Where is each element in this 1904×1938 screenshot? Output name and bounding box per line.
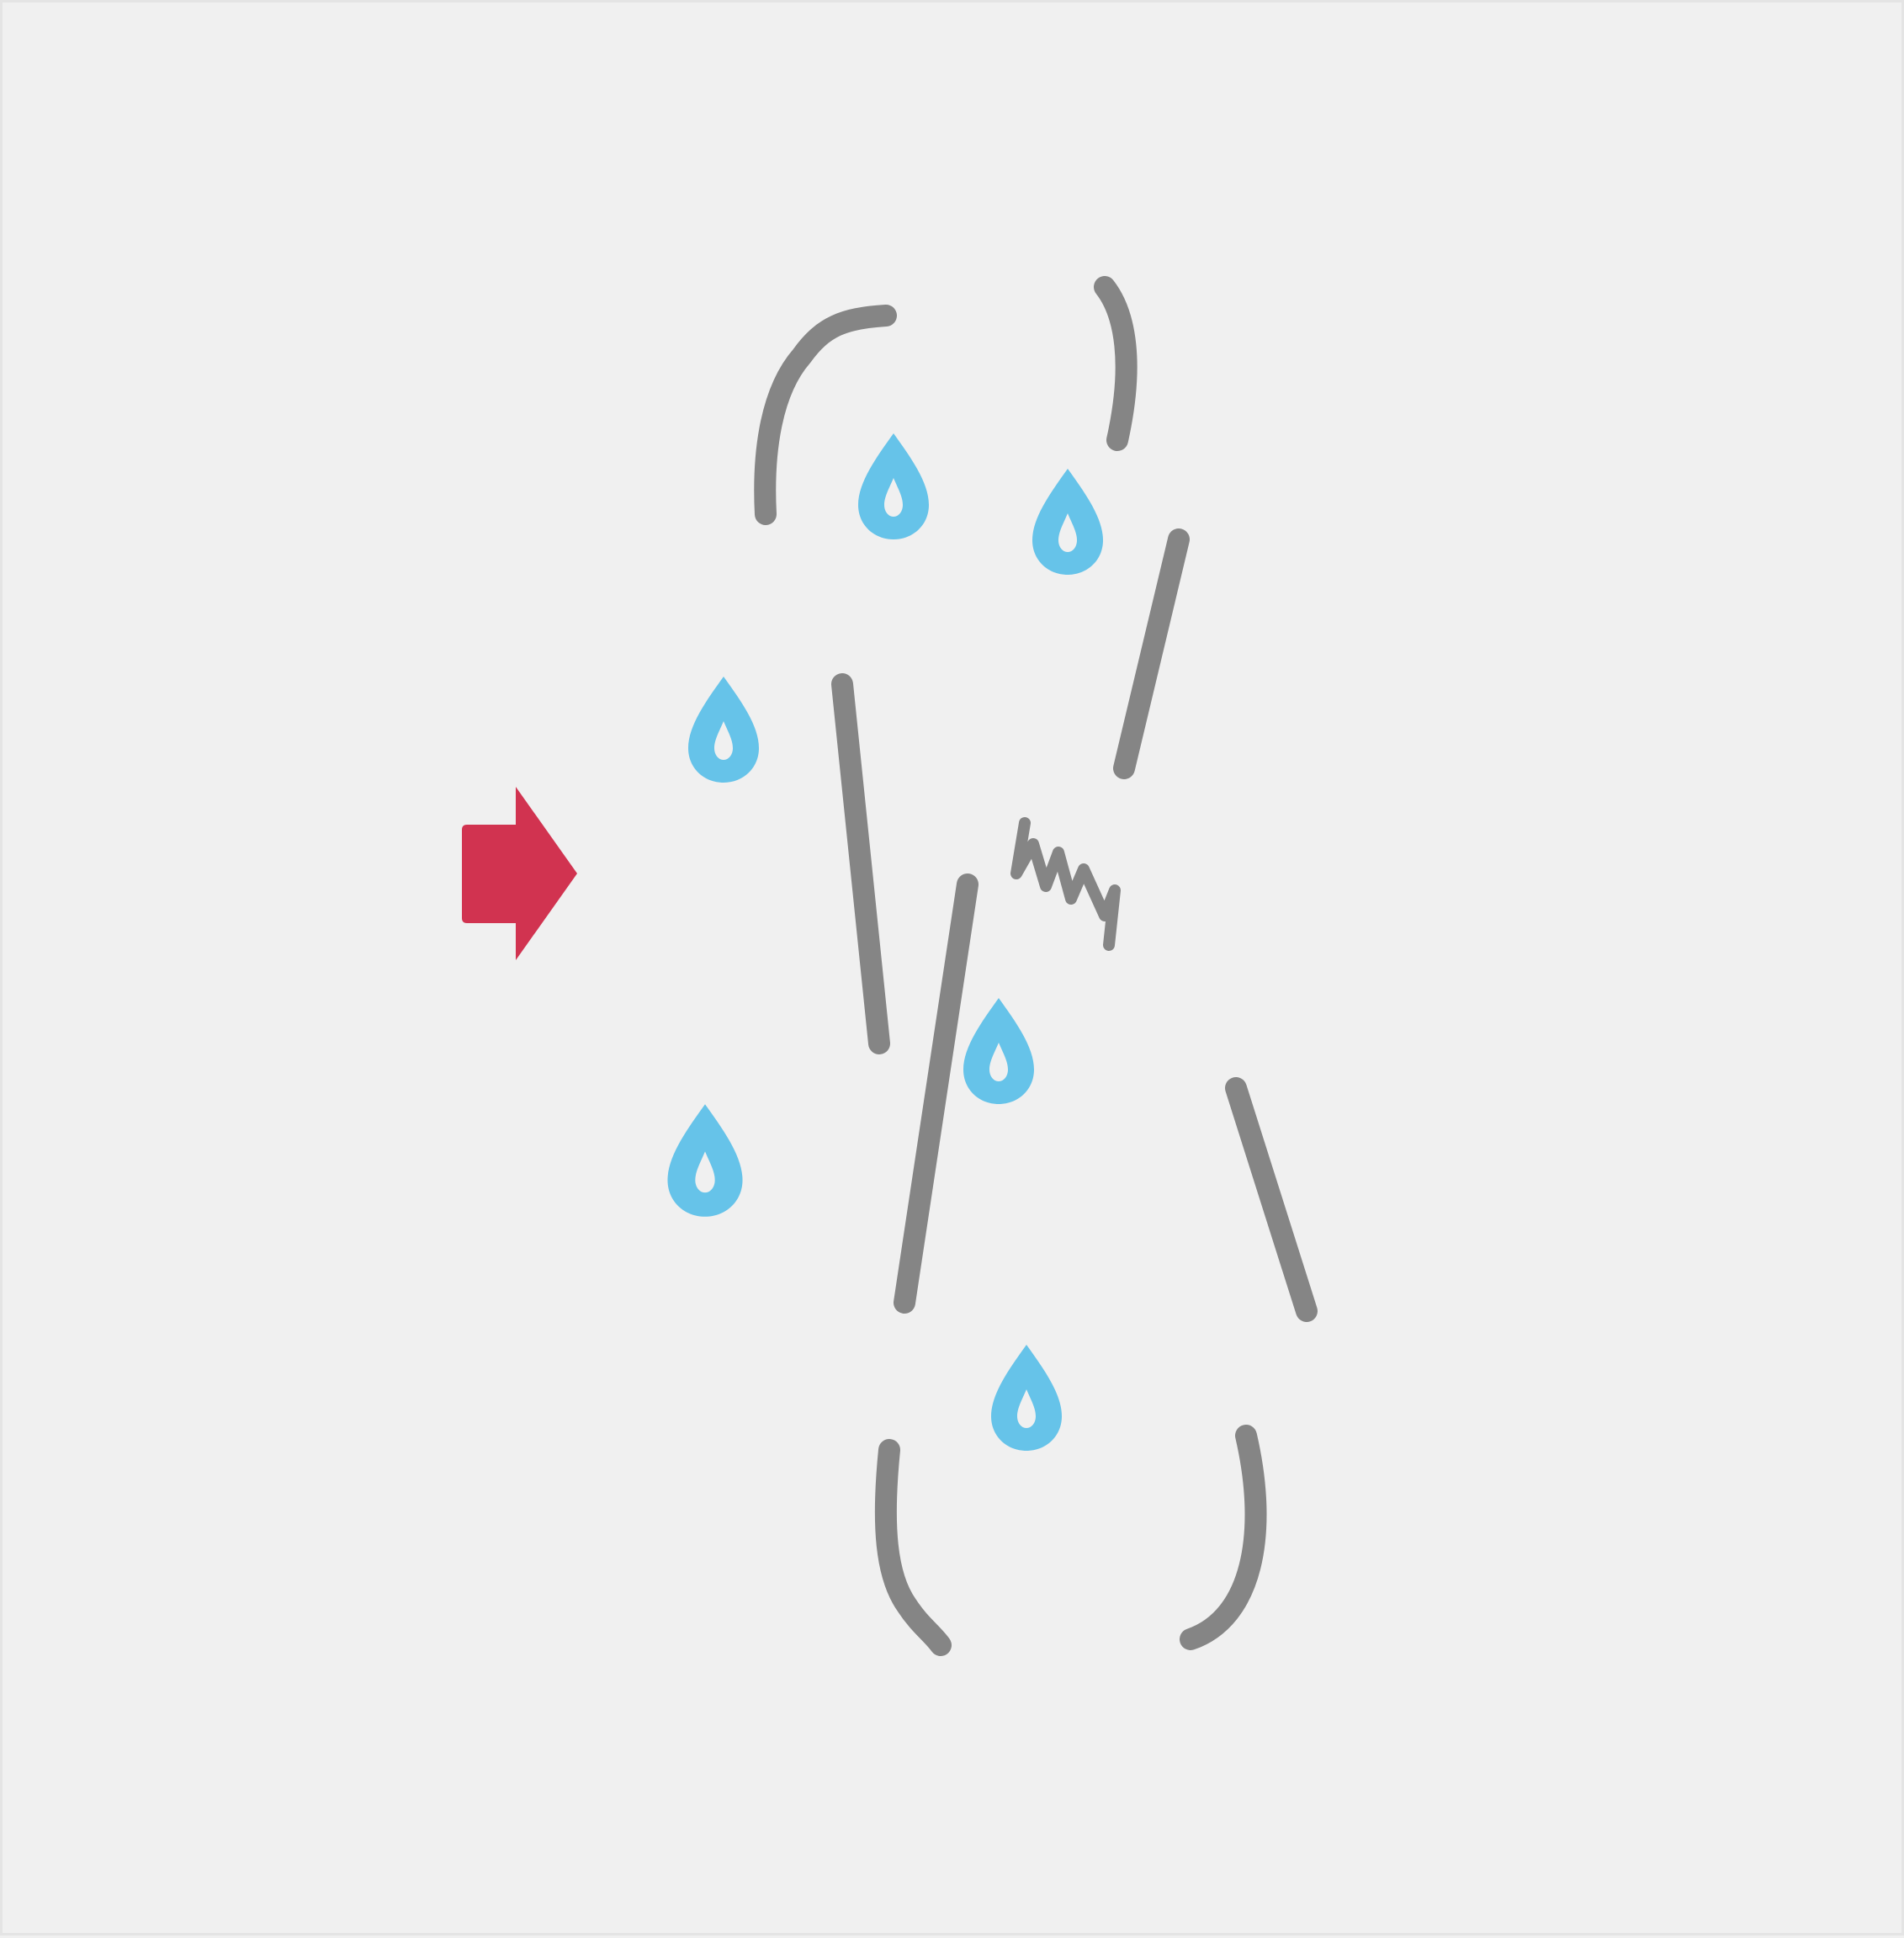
water-drop-icon (991, 1345, 1062, 1451)
bottom-left-arc-fragment (874, 1439, 952, 1656)
right-diagonal-fragment (1113, 528, 1190, 779)
water-drop-icon (688, 677, 759, 783)
far-right-fragment (1225, 1077, 1318, 1322)
top-right-arc-fragment (1094, 276, 1138, 451)
bottom-right-arc-fragment (1180, 1425, 1267, 1650)
fragment-illustration (462, 276, 1318, 1656)
water-drop-icon (667, 1104, 743, 1217)
center-long-fragment (894, 873, 979, 1314)
top-left-arc-fragment (754, 305, 897, 525)
right-arrow-icon (462, 787, 577, 960)
water-drop-icon (963, 998, 1034, 1104)
zigzag-spring-icon (1010, 817, 1121, 951)
water-drop-icon (858, 433, 929, 539)
water-drop-icon (1032, 469, 1103, 575)
left-long-fragment (831, 673, 890, 1054)
